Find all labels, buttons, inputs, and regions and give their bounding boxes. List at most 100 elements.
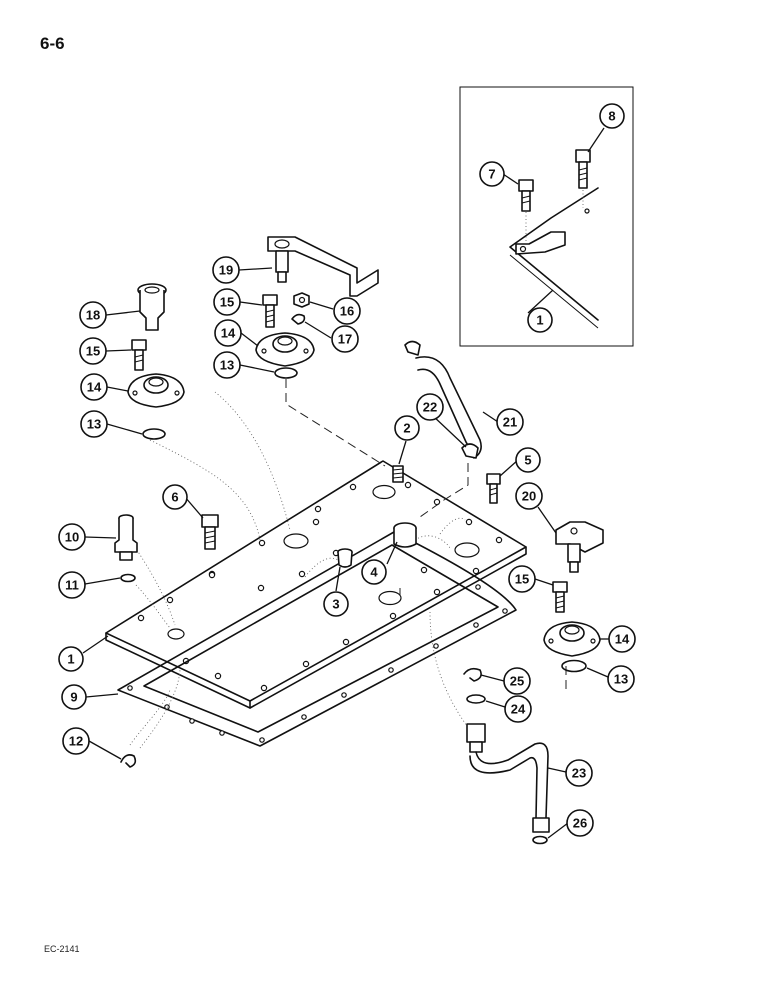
svg-text:14: 14 xyxy=(221,326,236,341)
bracket-19 xyxy=(267,236,379,297)
callout-13: 13 xyxy=(607,665,635,693)
svg-text:13: 13 xyxy=(614,672,628,687)
bracket-20 xyxy=(555,521,604,573)
callout-25: 25 xyxy=(503,667,531,695)
callout-14: 14 xyxy=(80,373,108,401)
callout-5: 5 xyxy=(515,447,541,473)
callout-9: 9 xyxy=(61,684,87,710)
callout-6: 6 xyxy=(162,484,188,510)
svg-text:2: 2 xyxy=(403,421,410,436)
svg-text:20: 20 xyxy=(522,489,536,504)
svg-text:7: 7 xyxy=(488,167,495,182)
svg-text:13: 13 xyxy=(220,358,234,373)
bolt-7 xyxy=(518,179,534,212)
svg-text:12: 12 xyxy=(69,734,83,749)
bolt-5 xyxy=(486,473,501,504)
inset-plate-thickness xyxy=(509,254,599,329)
inset-bracket xyxy=(515,231,566,255)
plate-large-hole xyxy=(378,590,402,606)
callout-21: 21 xyxy=(496,408,524,436)
hose-21 xyxy=(404,340,482,459)
washer-17 xyxy=(291,313,306,325)
callout-24: 24 xyxy=(504,695,532,723)
document-code: EC-2141 xyxy=(44,944,80,954)
svg-text:19: 19 xyxy=(219,263,233,278)
callout-13: 13 xyxy=(213,351,241,379)
flange-14a xyxy=(255,332,315,367)
svg-text:18: 18 xyxy=(86,308,100,323)
inset-detail xyxy=(459,86,634,347)
pin-18 xyxy=(137,283,167,331)
flange-14b xyxy=(127,373,185,408)
svg-text:15: 15 xyxy=(86,344,100,359)
callout-22: 22 xyxy=(416,393,444,421)
ring-13b xyxy=(142,428,166,440)
callout-7: 7 xyxy=(479,161,505,187)
svg-text:13: 13 xyxy=(87,417,101,432)
page-number: 6-6 xyxy=(40,34,65,53)
svg-text:1: 1 xyxy=(536,313,543,328)
callout-20: 20 xyxy=(515,482,543,510)
clip-25 xyxy=(463,667,482,682)
cap-4 xyxy=(393,522,417,548)
callout-2: 2 xyxy=(394,415,420,441)
clip-12 xyxy=(120,754,137,768)
plate-large-hole xyxy=(372,484,396,500)
svg-text:9: 9 xyxy=(70,690,77,705)
plate-large-hole xyxy=(454,542,480,558)
plate-large-hole xyxy=(167,628,185,640)
callout-10: 10 xyxy=(58,523,86,551)
plug-2 xyxy=(392,465,404,483)
ring-13c xyxy=(561,659,587,673)
gasket-holes xyxy=(127,584,508,743)
callout-1: 1 xyxy=(58,646,84,672)
inset-plate-hole xyxy=(584,208,590,214)
svg-text:17: 17 xyxy=(338,332,352,347)
callout-3: 3 xyxy=(323,591,349,617)
callout-15: 15 xyxy=(508,565,536,593)
inset-frame xyxy=(459,86,634,347)
callout-17: 17 xyxy=(331,325,359,353)
ring-26 xyxy=(532,835,548,845)
callout-14: 14 xyxy=(608,625,636,653)
bolt-15a xyxy=(262,294,278,328)
callout-14: 14 xyxy=(214,319,242,347)
callout-4: 4 xyxy=(361,559,387,585)
bolt-15b xyxy=(131,339,147,371)
callout-19: 19 xyxy=(212,256,240,284)
svg-text:11: 11 xyxy=(65,578,79,593)
inset-plate-edge xyxy=(509,187,599,321)
svg-text:10: 10 xyxy=(65,530,79,545)
callout-11: 11 xyxy=(58,571,86,599)
flange-14c xyxy=(543,621,601,657)
callout-8: 8 xyxy=(599,103,625,129)
ring-24 xyxy=(466,694,486,704)
callout-15: 15 xyxy=(213,288,241,316)
callout-12: 12 xyxy=(62,727,90,755)
hose-clamp-22a xyxy=(404,340,421,356)
callout-18: 18 xyxy=(79,301,107,329)
svg-text:22: 22 xyxy=(423,400,437,415)
ring-11 xyxy=(120,573,136,583)
leader-lines xyxy=(82,127,609,839)
nut-16 xyxy=(293,292,310,308)
svg-text:21: 21 xyxy=(503,415,517,430)
svg-text:23: 23 xyxy=(572,766,586,781)
bolt-8 xyxy=(575,149,591,189)
svg-text:25: 25 xyxy=(510,674,524,689)
callout-1: 1 xyxy=(527,307,553,333)
callout-23: 23 xyxy=(565,759,593,787)
bolt-15c xyxy=(552,581,568,613)
pipe-23 xyxy=(466,723,550,833)
plate-large-hole xyxy=(283,533,309,549)
svg-text:16: 16 xyxy=(340,304,354,319)
svg-text:15: 15 xyxy=(515,572,529,587)
svg-text:5: 5 xyxy=(524,453,531,468)
svg-text:3: 3 xyxy=(332,597,339,612)
callout-13: 13 xyxy=(80,410,108,438)
callout-16: 16 xyxy=(333,297,361,325)
svg-text:1: 1 xyxy=(67,652,74,667)
svg-text:15: 15 xyxy=(220,295,234,310)
callout-15: 15 xyxy=(79,337,107,365)
